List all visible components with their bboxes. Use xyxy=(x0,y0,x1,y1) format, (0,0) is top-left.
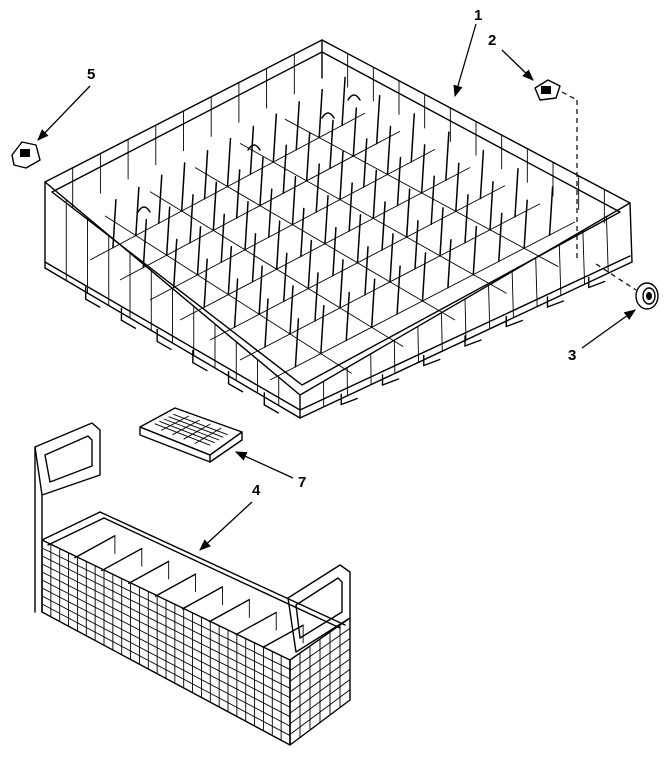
callout-2: 2 xyxy=(488,32,534,81)
callout-4: 4 xyxy=(199,482,261,551)
callout-1-number: 1 xyxy=(474,7,482,24)
callout-3-number: 3 xyxy=(568,347,576,364)
callout-7: 7 xyxy=(234,451,306,491)
callout-4-number: 4 xyxy=(252,482,261,499)
callout-5: 5 xyxy=(37,66,95,141)
callout-1: 1 xyxy=(453,7,482,98)
basket-cover-part-7 xyxy=(139,407,243,463)
callout-2-number: 2 xyxy=(488,32,496,49)
silverware-basket-part-4 xyxy=(34,422,351,746)
callout-3: 3 xyxy=(568,309,636,364)
rack-clip-part-2 xyxy=(534,79,578,262)
rack-wheel-part-3 xyxy=(595,263,659,310)
lower-rack xyxy=(44,39,633,419)
rack-clip-part-5 xyxy=(11,141,41,169)
callout-5-number: 5 xyxy=(87,66,95,83)
callout-7-number: 7 xyxy=(298,474,306,491)
